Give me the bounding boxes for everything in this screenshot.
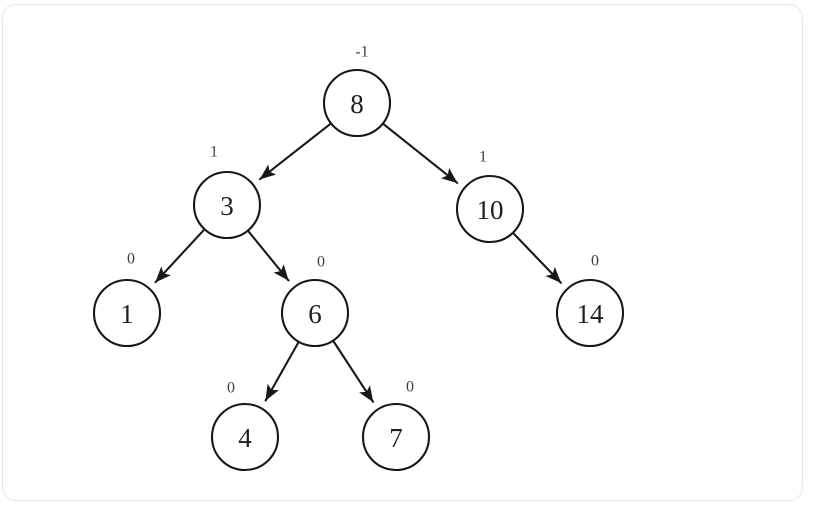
tree-edge-8-to-3: [258, 123, 331, 181]
tree-node-6[interactable]: 60: [280, 254, 350, 348]
tree-node-14[interactable]: 14 0: [555, 253, 625, 348]
node-circle-8[interactable]: [322, 68, 392, 138]
balance-factor-label-10: 1: [479, 149, 487, 166]
node-key-label-10: 10: [477, 195, 504, 225]
node-circle-6[interactable]: [280, 278, 350, 348]
node-circle-4[interactable]: [210, 402, 280, 472]
balance-factor-label-14: 0: [591, 253, 599, 270]
tree-node-4[interactable]: 40: [210, 380, 280, 472]
tree-edge-3-to-6: [247, 230, 290, 282]
balance-factor-label-4: 0: [227, 380, 235, 397]
tree-edges: [154, 123, 562, 403]
tree-node-1[interactable]: 10: [92, 251, 162, 348]
node-key-label-4: 4: [238, 423, 252, 453]
balance-factor-label-7: 0: [406, 379, 414, 396]
tree-node-8[interactable]: 8 -1: [322, 44, 392, 138]
tree-node-10[interactable]: 10 1: [455, 149, 525, 244]
tree-node-3[interactable]: 31: [192, 144, 262, 240]
node-key-label-8: 8: [350, 89, 364, 119]
tree-node-7[interactable]: 70: [361, 379, 431, 472]
node-key-label-3: 3: [220, 191, 234, 221]
tree-edge-3-to-1: [154, 229, 205, 284]
balance-factor-label-1: 0: [127, 251, 135, 268]
node-key-label-7: 7: [389, 423, 403, 453]
node-key-label-6: 6: [308, 299, 322, 329]
balance-factor-label-3: 1: [210, 144, 218, 161]
balance-factor-label-6: 0: [317, 254, 325, 271]
node-circle-1[interactable]: [92, 278, 162, 348]
node-circle-10[interactable]: [455, 174, 525, 244]
tree-edge-10-to-14: [512, 232, 562, 284]
node-circle-14[interactable]: [555, 278, 625, 348]
tree-edge-6-to-7: [332, 340, 375, 403]
tree-edge-6-to-4: [264, 341, 300, 402]
tree-edge-8-to-10: [382, 123, 459, 184]
node-circle-3[interactable]: [192, 170, 262, 240]
node-circle-7[interactable]: [361, 402, 431, 472]
node-key-label-1: 1: [120, 299, 134, 329]
node-key-label-14: 14: [577, 299, 605, 329]
balance-factor-label-8: -1: [355, 44, 368, 61]
